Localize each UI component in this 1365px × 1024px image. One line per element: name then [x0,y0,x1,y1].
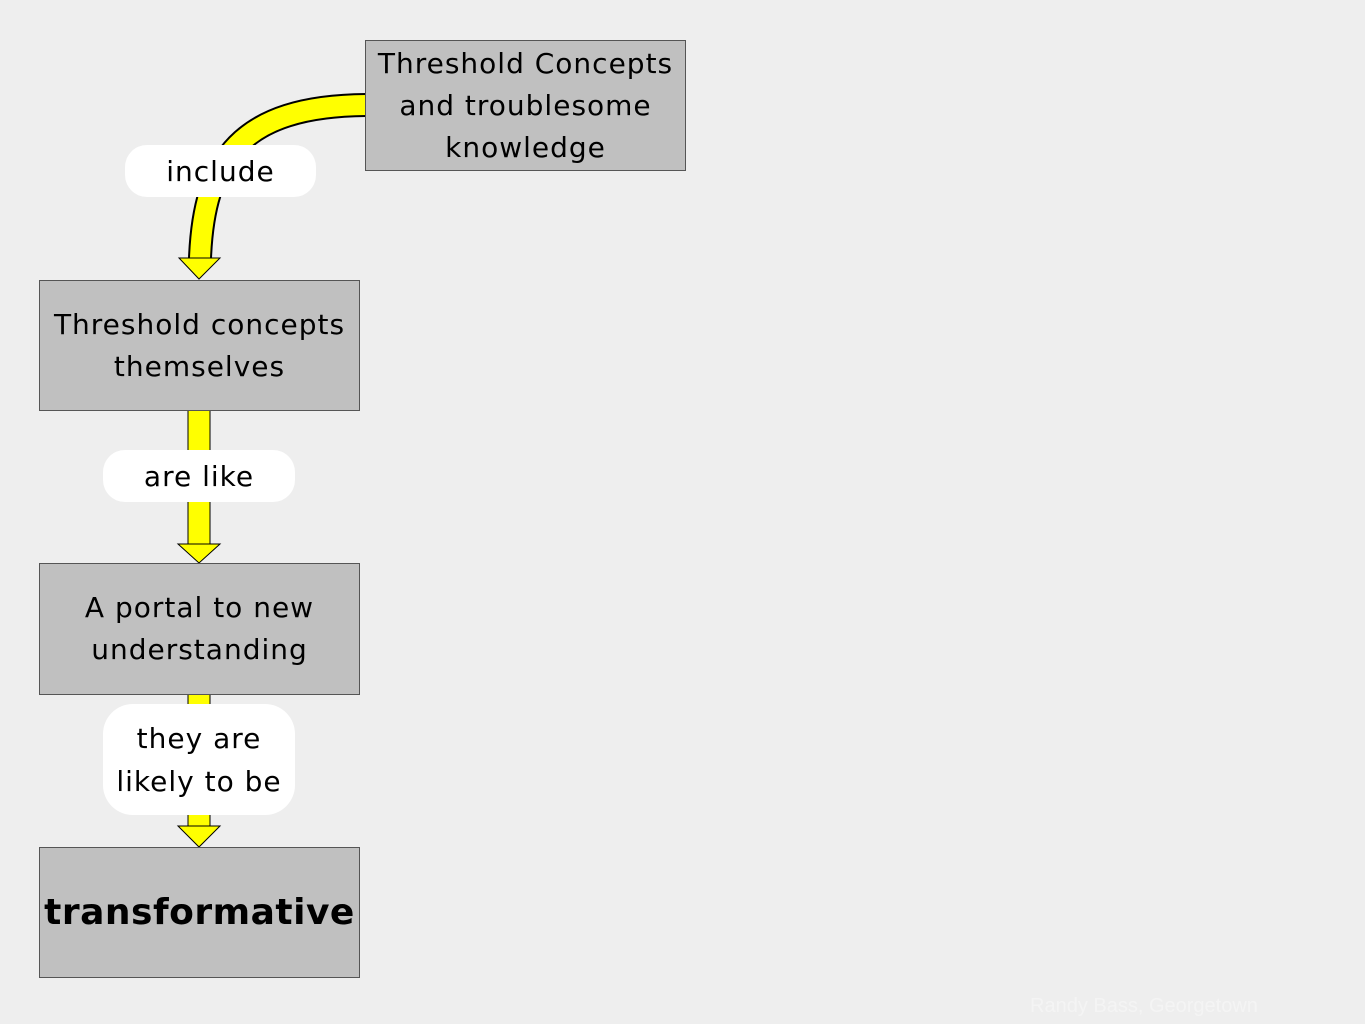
arrow-are-like-head [176,543,222,564]
link-label-are-like: are like [103,450,295,502]
link-label-likely-to-be: they are likely to be [103,704,295,815]
arrow-include-head [177,257,222,280]
footer-credit: Randy Bass, Georgetown [1030,995,1258,1017]
node-threshold-concepts-themselves: Threshold concepts themselves [39,280,360,411]
node-threshold-concepts-troublesome-knowledge: Threshold Concepts and troublesome knowl… [365,40,686,171]
node-transformative: transformative [39,847,360,978]
link-label-include: include [125,145,316,197]
arrow-likely-head [176,825,222,848]
node-portal-to-new-understanding: A portal to new understanding [39,563,360,695]
